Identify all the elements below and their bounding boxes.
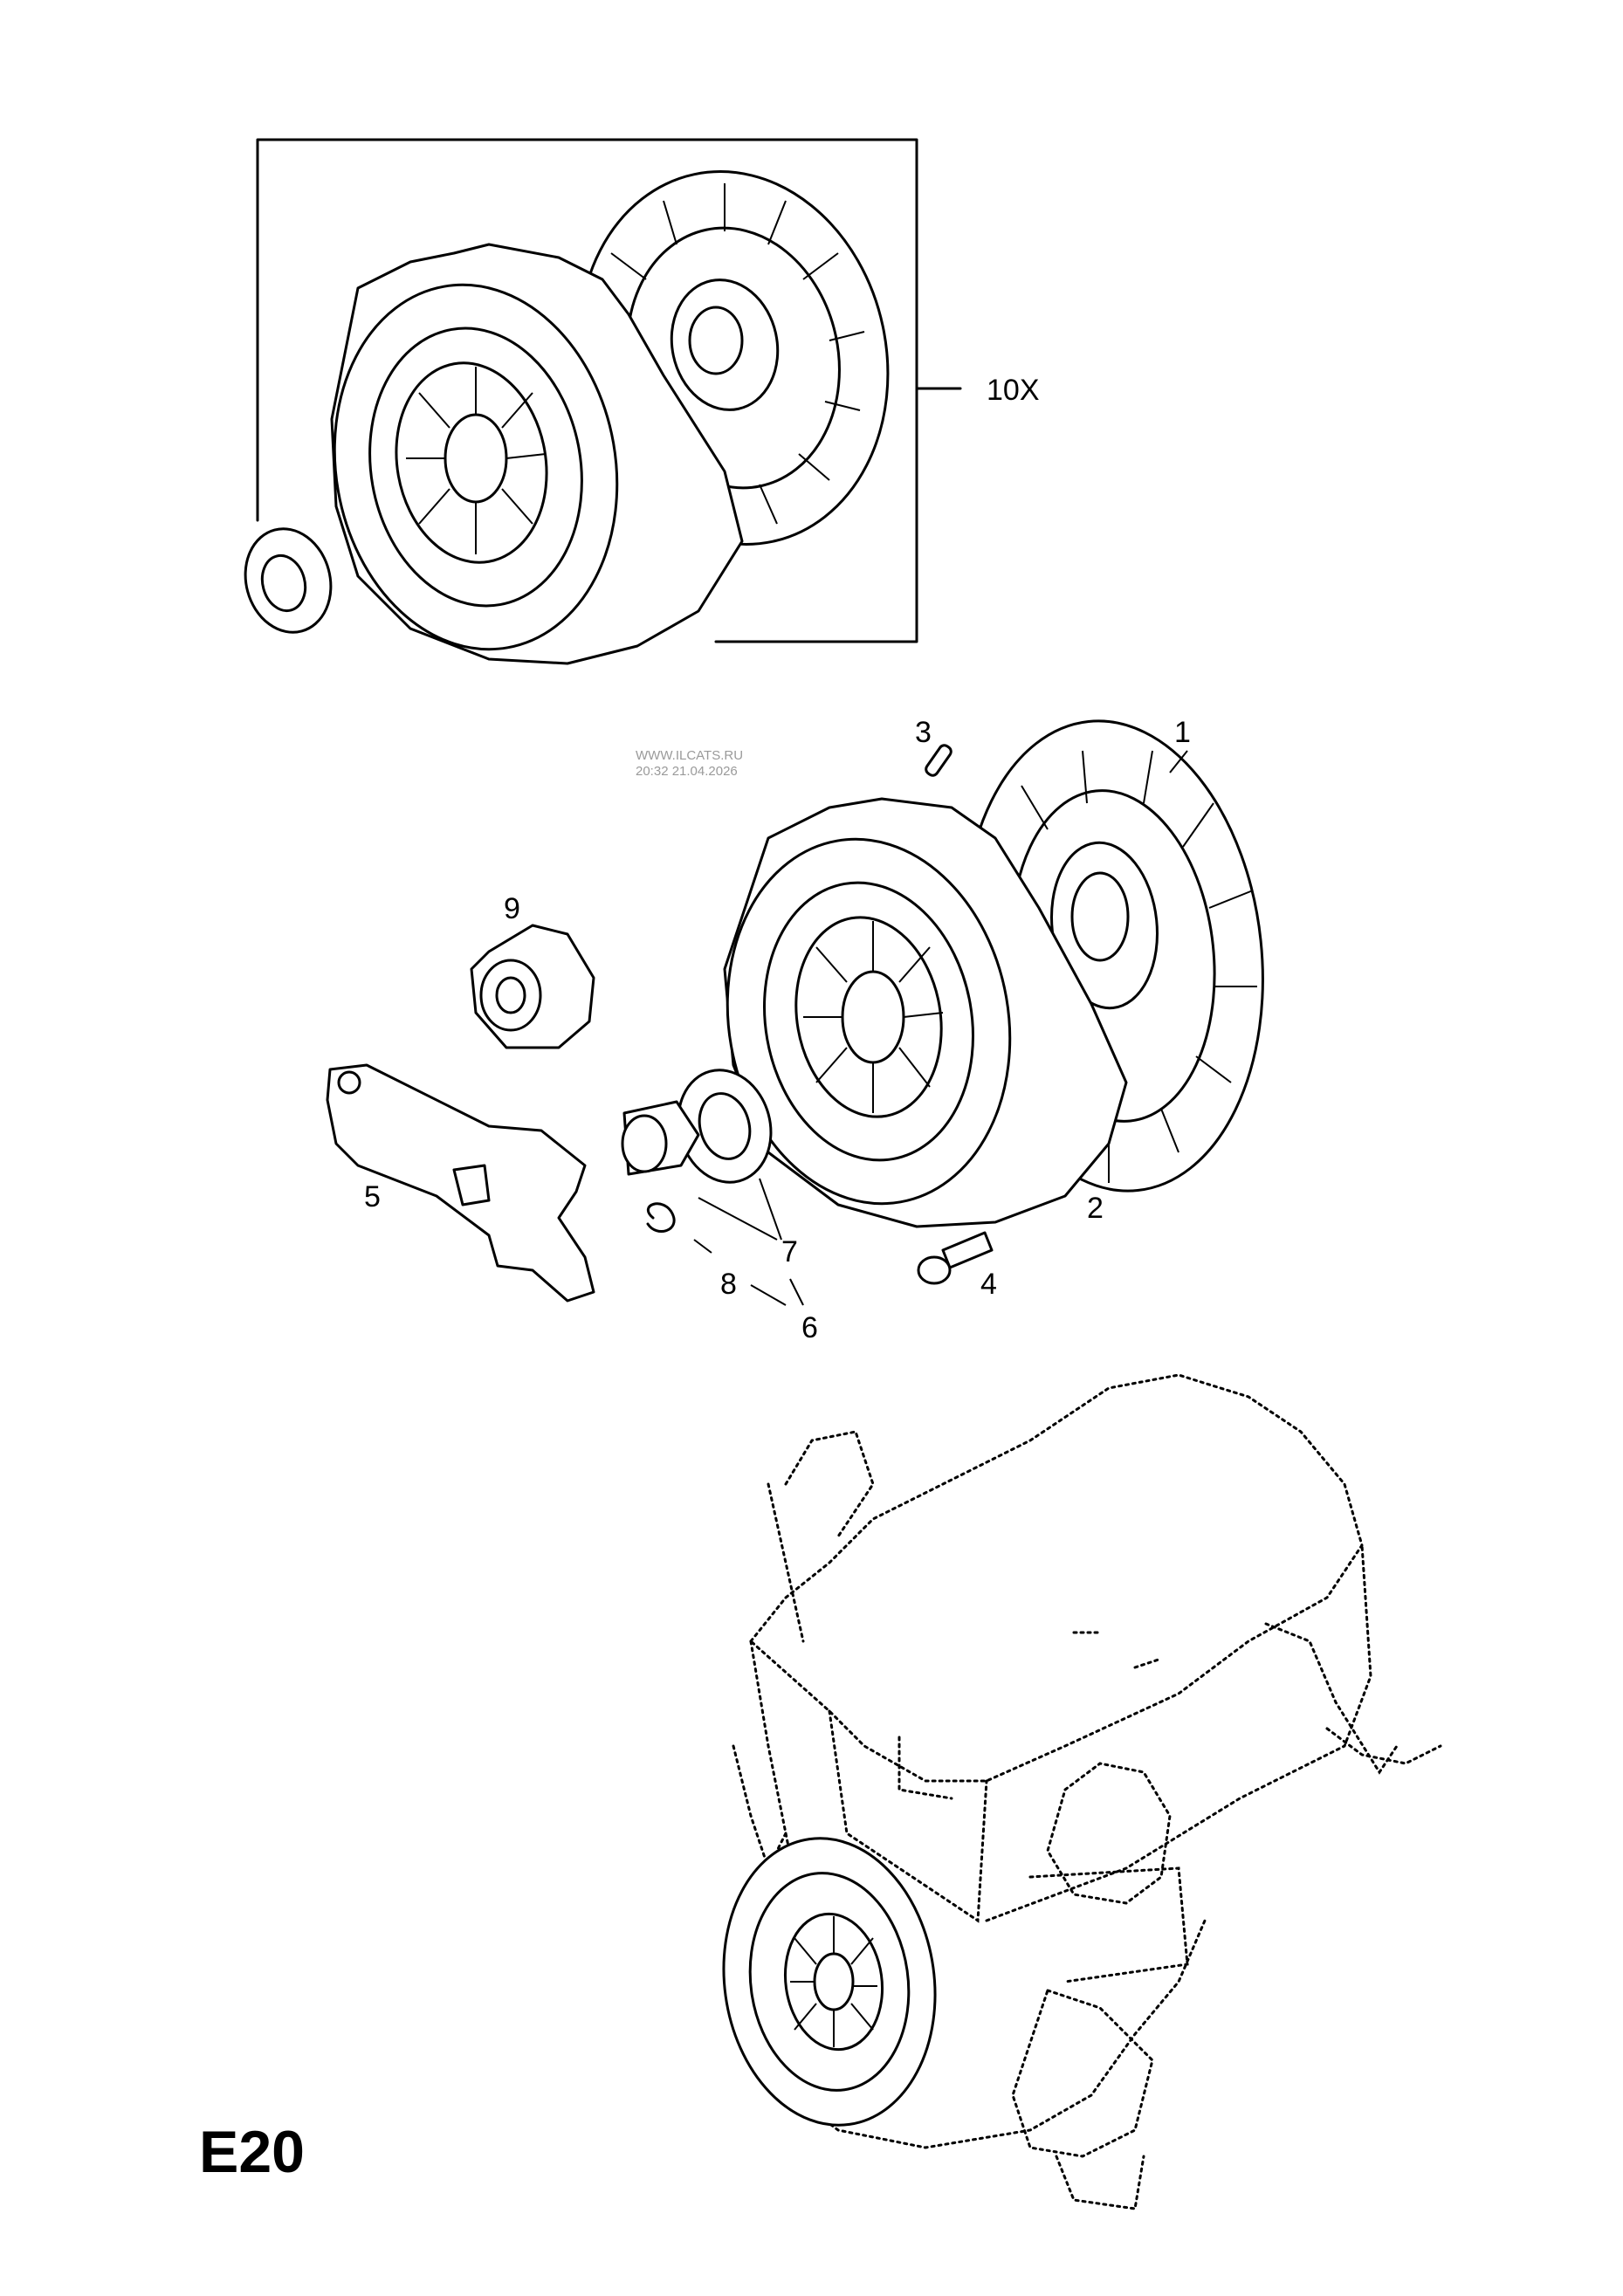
callout-10x: 10X [987, 374, 1040, 407]
engine-reference [722, 1373, 1442, 2210]
watermark: WWW.ILCATS.RU 20:32 21.04.2026 [636, 748, 743, 779]
kit-bracket [256, 138, 918, 643]
callout-3: 3 [915, 716, 932, 749]
part-4-bolt [917, 1231, 994, 1285]
watermark-timestamp: 20:32 21.04.2026 [636, 764, 738, 779]
kit-release-bearing [244, 527, 333, 634]
callout-1: 1 [1174, 716, 1191, 749]
part-3-dowel-pin [925, 744, 952, 777]
watermark-site: WWW.ILCATS.RU [636, 748, 743, 763]
callout-labels: 1 2 3 4 5 6 7 8 9 [364, 716, 1191, 1344]
callout-7: 7 [781, 1235, 798, 1268]
part-6-bushing [621, 1100, 700, 1176]
part-5-release-fork [326, 1063, 595, 1303]
part-2-pressure-plate [723, 797, 1128, 1228]
leader-lines [693, 750, 1188, 1306]
clutch-kit-group: 10X [244, 138, 1040, 665]
callout-4: 4 [980, 1268, 997, 1301]
kit-pressure-plate [330, 243, 744, 665]
part-8-clip [646, 1202, 676, 1233]
callout-2: 2 [1087, 1192, 1104, 1225]
callout-5: 5 [364, 1180, 381, 1213]
callout-9: 9 [504, 892, 520, 925]
callout-6: 6 [801, 1311, 818, 1344]
page-code: E20 [199, 2119, 305, 2185]
part-9-release-bearing [470, 924, 595, 1049]
callout-8: 8 [720, 1268, 737, 1301]
